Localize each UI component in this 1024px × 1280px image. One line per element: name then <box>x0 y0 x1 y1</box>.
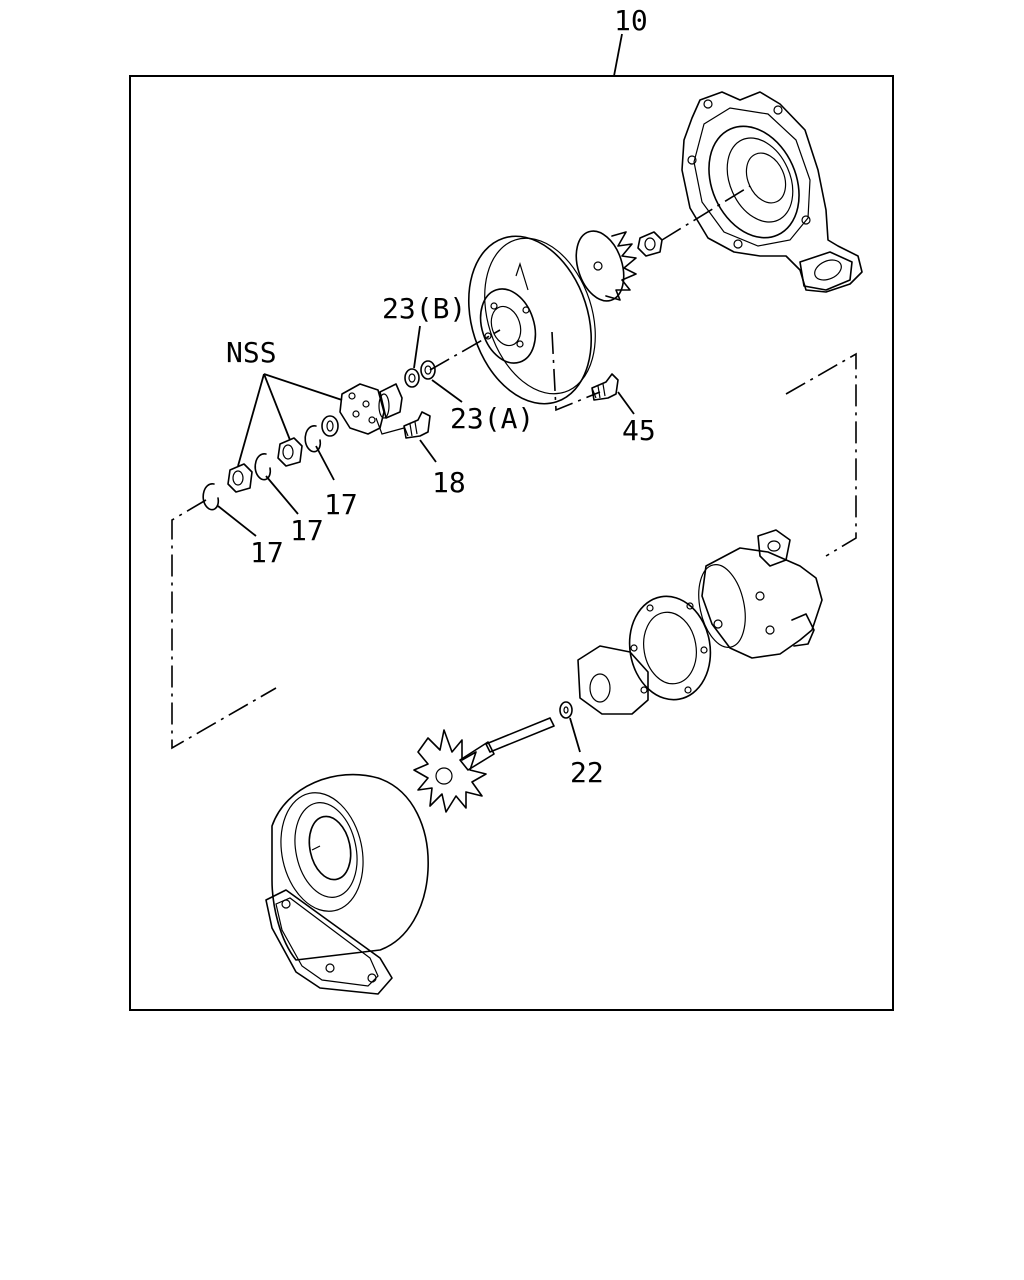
callout-45-label: 45 <box>622 414 656 447</box>
callout-17c-label: 17 <box>250 536 284 569</box>
snap-ring-17-middle <box>254 453 272 481</box>
washer-22: 22 <box>559 701 604 789</box>
screw-45: 45 <box>591 373 656 447</box>
callout-nss: NSS <box>226 336 343 467</box>
callout-17a-label: 17 <box>324 488 358 521</box>
center-housing <box>698 529 823 659</box>
callout-23a: 23(A) <box>431 379 534 435</box>
compressor-nut <box>637 231 663 257</box>
callout-nss-label: NSS <box>226 336 277 369</box>
callout-18-label: 18 <box>432 466 466 499</box>
compressor-wheel <box>575 230 637 302</box>
callout-23b: 23(B) <box>382 292 466 369</box>
callout-10-label: 10 <box>614 4 648 37</box>
callout-23a-label: 23(A) <box>450 402 534 435</box>
callout-22-label: 22 <box>570 756 604 789</box>
snap-ring-17-left <box>202 483 220 511</box>
spacer <box>321 415 339 437</box>
journal-bearing-lower <box>227 463 253 493</box>
heat-shield <box>577 645 649 715</box>
washer-23a <box>420 360 436 380</box>
screw-18: 18 <box>403 411 466 499</box>
callout-17b-label: 17 <box>290 514 324 547</box>
thrust-bearing <box>339 383 385 435</box>
turbine-shaft-wheel <box>413 717 555 813</box>
seal-plate <box>467 235 596 405</box>
journal-bearing-upper <box>277 437 303 467</box>
callout-17-a: 17 <box>315 445 358 521</box>
compressor-housing <box>681 91 863 293</box>
callout-17-c: 17 <box>217 505 284 569</box>
turbine-housing <box>265 773 429 995</box>
callout-10: 10 <box>613 4 648 77</box>
callout-23b-label: 23(B) <box>382 292 466 325</box>
turbine-gasket <box>628 595 712 701</box>
callout-17-b: 17 <box>265 475 324 547</box>
diagram-frame <box>129 75 894 1011</box>
snap-ring-17-right <box>304 425 322 453</box>
thrust-collar <box>378 383 403 419</box>
nut-23b <box>404 368 420 388</box>
